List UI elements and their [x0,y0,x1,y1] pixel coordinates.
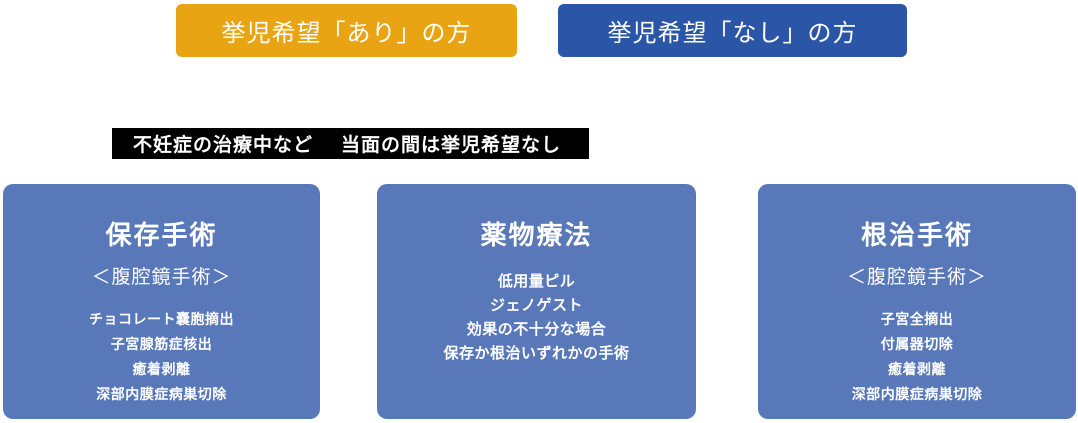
panel-title: 根治手術 [860,220,973,250]
panel-item: 子宮全摘出 [880,311,954,327]
panel-item: 深部内膜症病巣切除 [96,386,227,402]
panel-subtitle: ＜腹腔鏡手術＞ [846,267,987,288]
panel-item: 低用量ピル [497,273,576,290]
drug-therapy-panel: 薬物療法 低用量ピル ジェノゲスト 効果の不十分な場合 保存か根治いずれかの手術 [377,184,696,419]
panel-title: 薬物療法 [480,220,593,250]
panel-title: 保存手術 [105,220,218,250]
panel-item: 癒着剥離 [888,361,946,377]
note-text-left: 不妊症の治療中など [133,135,314,156]
radical-surgery-panel: 根治手術 ＜腹腔鏡手術＞ 子宮全摘出 付属器切除 癒着剥離 深部内膜症病巣切除 [758,184,1076,419]
panel-item: 癒着剥離 [132,361,191,377]
panel-item-list: 低用量ピル ジェノゲスト 効果の不十分な場合 保存か根治いずれかの手術 [377,270,696,366]
panel-item: 効果の不十分な場合 [466,321,607,338]
panel-item: 保存か根治いずれかの手術 [443,345,630,362]
wish-children-no-button[interactable]: 挙児希望「なし」の方 [558,4,907,57]
panel-item: チョコレート嚢胞摘出 [89,311,234,327]
note-text-right: 当面の間は挙児希望なし [341,135,562,156]
panel-item-list: 子宮全摘出 付属器切除 癒着剥離 深部内膜症病巣切除 [758,307,1076,407]
wish-children-yes-button[interactable]: 挙児希望「あり」の方 [176,4,517,57]
panel-subtitle: ＜腹腔鏡手術＞ [91,267,232,288]
panel-item-list: チョコレート嚢胞摘出 子宮腺筋症核出 癒着剥離 深部内膜症病巣切除 [3,307,320,407]
panel-item: 深部内膜症病巣切除 [851,386,983,402]
panel-item: 付属器切除 [880,336,954,352]
infertility-note-bar: 不妊症の治療中など 当面の間は挙児希望なし [112,128,589,159]
panel-item: ジェノゲスト [489,297,583,314]
conservative-surgery-panel: 保存手術 ＜腹腔鏡手術＞ チョコレート嚢胞摘出 子宮腺筋症核出 癒着剥離 深部内… [3,184,320,419]
panel-item: 子宮腺筋症核出 [110,336,213,352]
